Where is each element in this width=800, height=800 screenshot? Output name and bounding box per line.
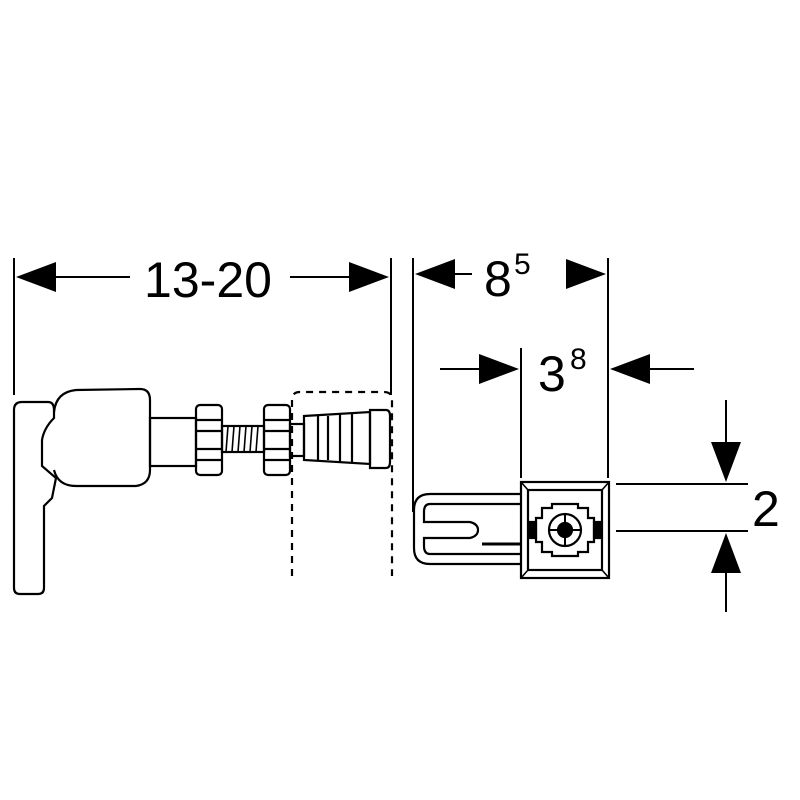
dimension-overall-length <box>13 258 392 395</box>
arrow-up-icon <box>711 533 741 573</box>
arrow-down-icon <box>711 442 741 482</box>
label-depth-major: 8 <box>484 251 512 307</box>
label-depth-major-superscript: 5 <box>514 248 531 281</box>
valve-knob <box>534 502 596 558</box>
arrow-left-icon <box>610 354 650 384</box>
pipe-stub <box>148 416 198 468</box>
nut-right <box>262 403 292 477</box>
u-bracket-inner <box>422 502 521 556</box>
coupling-cap <box>368 408 392 470</box>
elbow-body <box>52 387 152 488</box>
housing-outer <box>519 480 611 580</box>
arrow-right-icon <box>566 259 606 289</box>
dimension-depth-major <box>412 258 609 512</box>
dimension-depth-minor <box>440 348 694 478</box>
fitting-top-view <box>412 480 611 580</box>
arrow-right-icon <box>479 354 519 384</box>
arrow-left-icon <box>415 259 455 289</box>
label-depth-minor: 3 <box>538 346 566 402</box>
installation-envelope <box>290 390 394 576</box>
nut-left <box>194 403 224 477</box>
u-bracket-outer <box>412 492 521 566</box>
wall-plate <box>12 400 58 596</box>
arrow-right-icon <box>349 262 389 292</box>
label-depth-minor-superscript: 8 <box>570 343 587 376</box>
fitting-side-view <box>12 387 394 596</box>
label-overall-length: 13-20 <box>144 252 272 308</box>
arrow-left-icon <box>16 262 56 292</box>
lug-right <box>592 520 603 540</box>
lug-left <box>527 520 538 540</box>
label-height: 2 <box>752 481 780 537</box>
dimension-height <box>616 400 748 612</box>
coupling-body <box>302 410 372 466</box>
